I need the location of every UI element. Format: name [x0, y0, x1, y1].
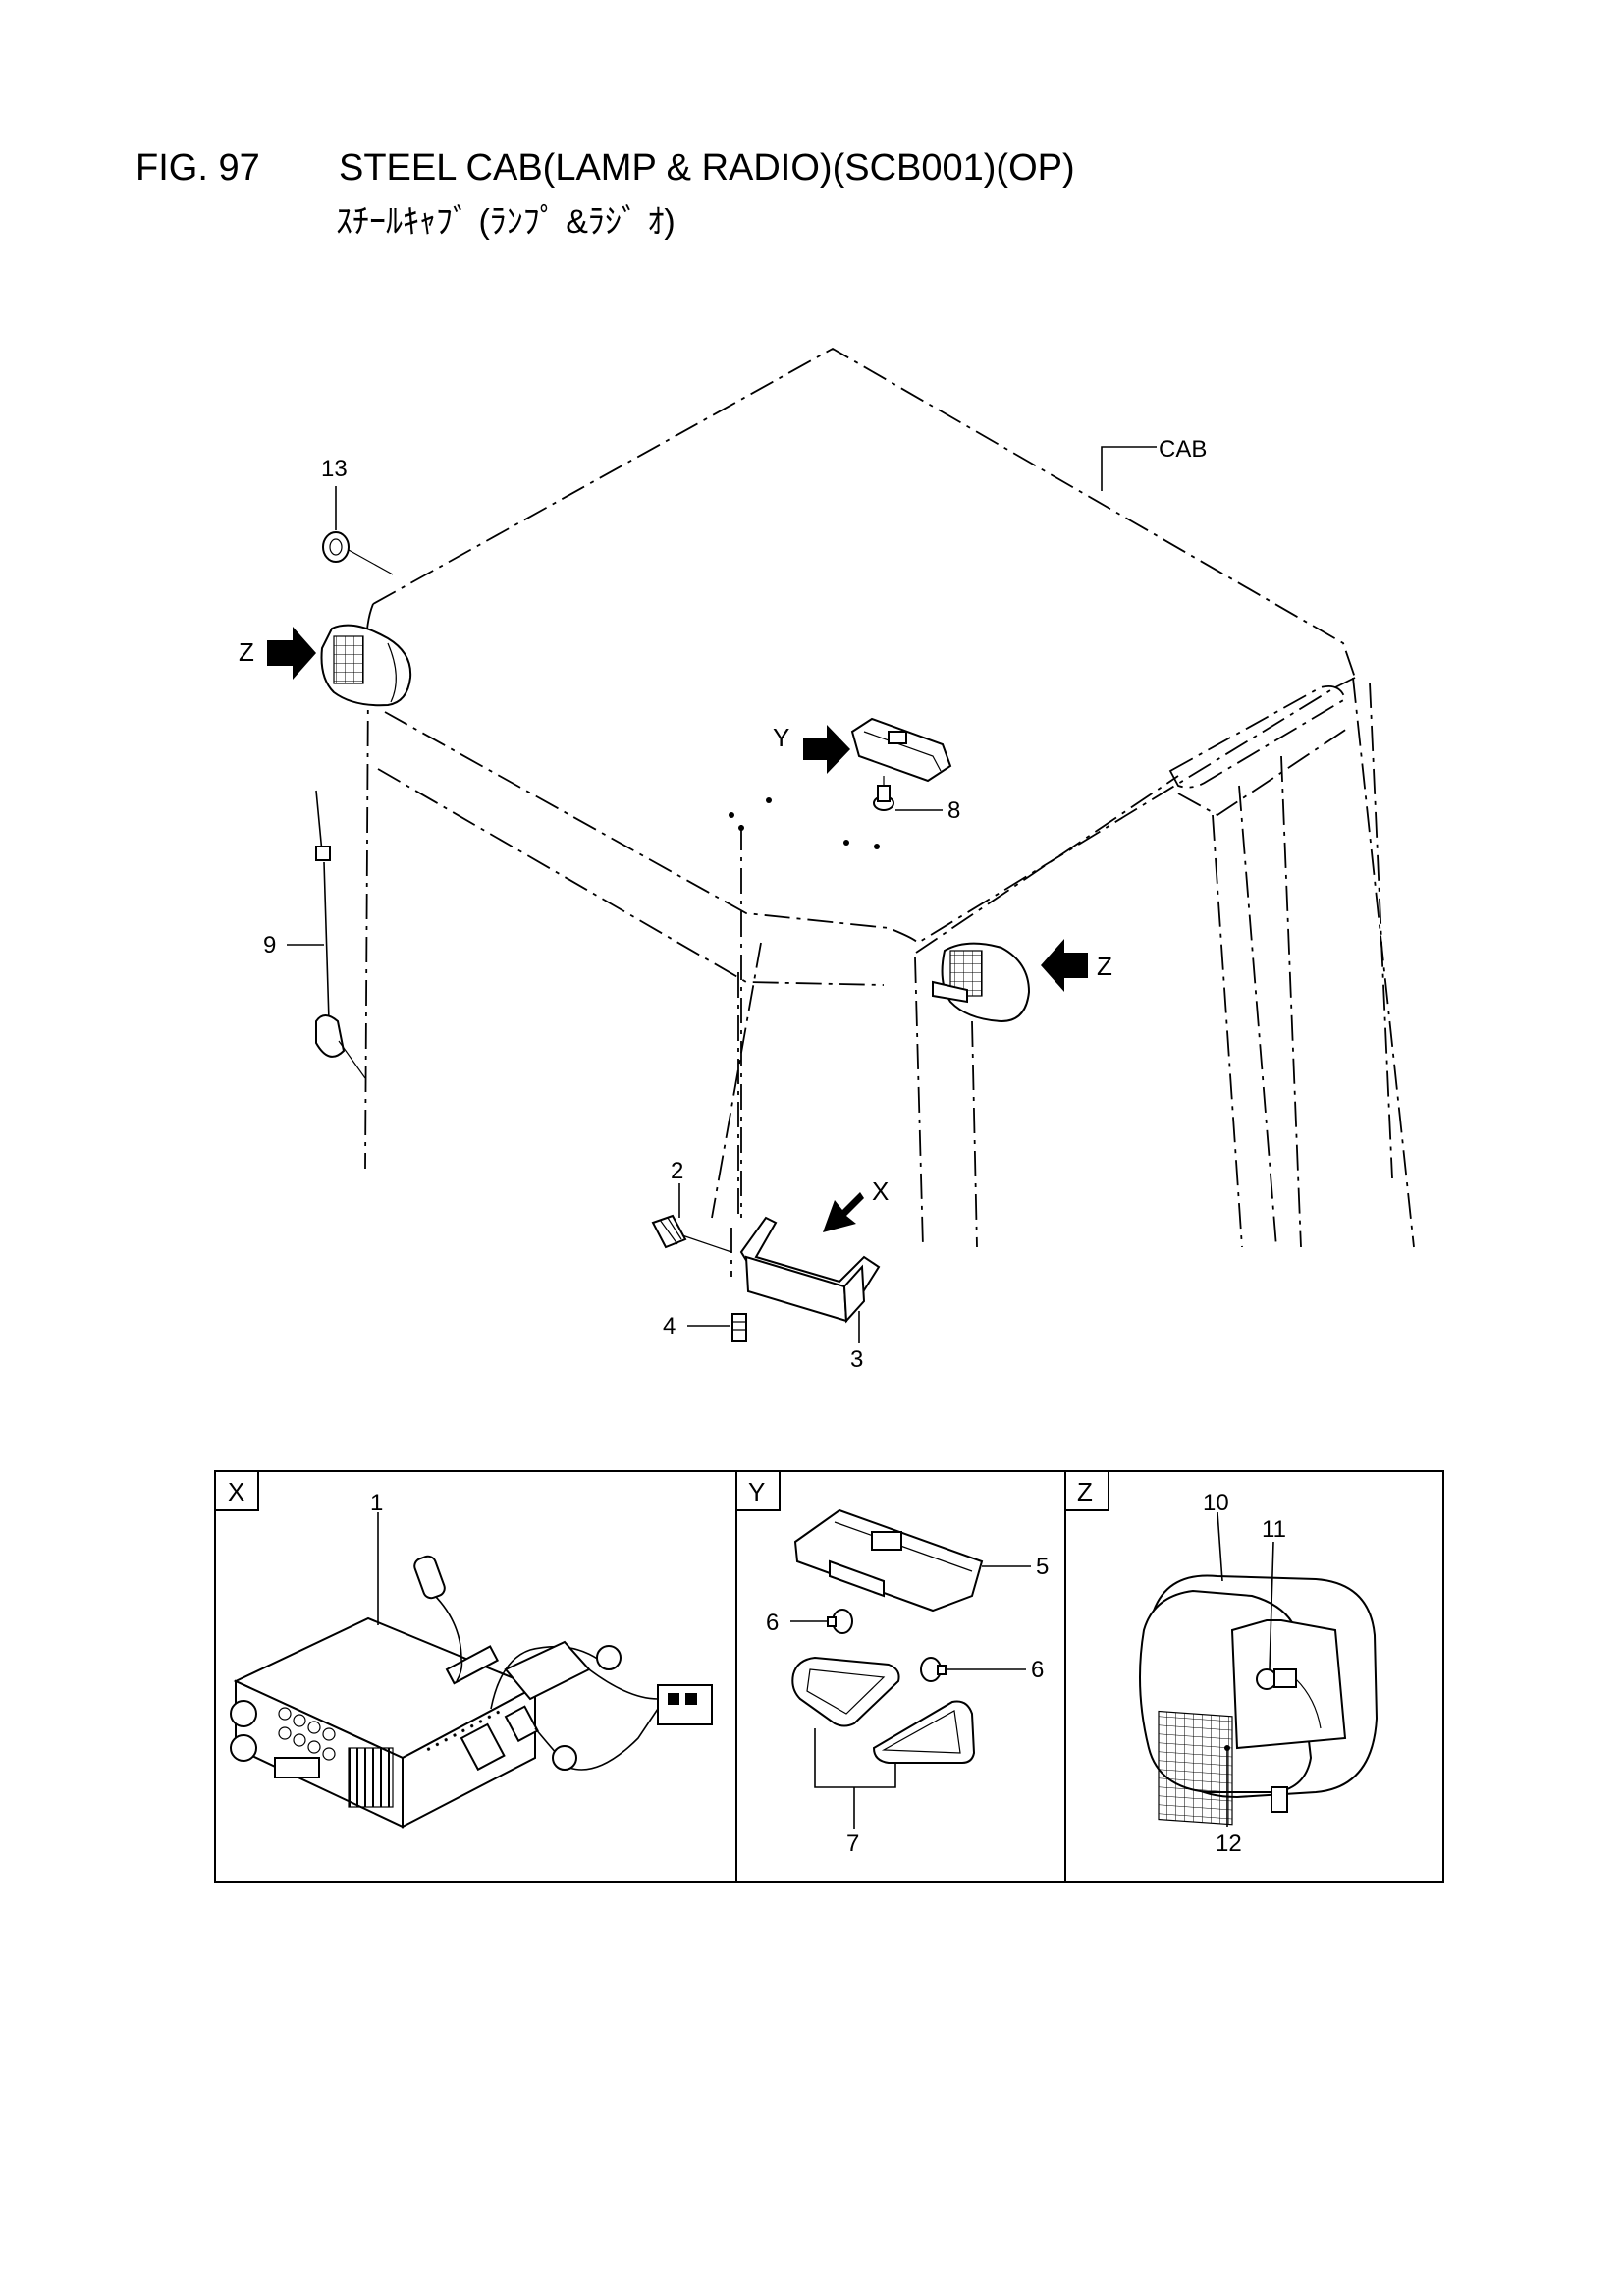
- callout-8: 8: [947, 797, 960, 824]
- part-9-antenna: 9: [263, 790, 366, 1079]
- z-label-right: Z: [1097, 952, 1112, 981]
- z-label-left: Z: [239, 637, 254, 667]
- x-view-arrow: X: [823, 1176, 889, 1232]
- callout-12: 12: [1216, 1831, 1242, 1857]
- y-label: Y: [773, 723, 789, 752]
- callout-5: 5: [1036, 1554, 1049, 1580]
- detail-panel-x: X: [214, 1470, 713, 1829]
- callout-3: 3: [850, 1346, 863, 1373]
- detail-panel-z: Z 10 11 12: [1064, 1470, 1379, 1857]
- cab-outline: [364, 347, 1415, 1277]
- work-lamp-detail: [1139, 1574, 1379, 1826]
- y-view-arrow: Y: [773, 723, 850, 774]
- detail-panel-y: Y 5 6 6: [735, 1470, 1049, 1857]
- panel-tag-x: X: [228, 1477, 244, 1506]
- figure-title: STEEL CAB(LAMP & RADIO)(SCB001)(OP): [339, 147, 1075, 189]
- callout-6b: 6: [1031, 1657, 1044, 1683]
- figure-subtitle-japanese: ｽﾁｰﾙｷｬﾌﾞ (ﾗﾝﾌﾟ &ﾗｼﾞ ｵ): [336, 203, 676, 241]
- callout-11: 11: [1262, 1516, 1286, 1543]
- callout-1: 1: [370, 1490, 383, 1516]
- callout-4: 4: [663, 1313, 676, 1339]
- room-lamp-y: [850, 717, 952, 783]
- figure-number: FIG. 97: [135, 147, 260, 189]
- work-lamp-left: [320, 624, 412, 707]
- cab-callout: CAB: [1101, 436, 1207, 491]
- panel-tag-z: Z: [1077, 1477, 1093, 1506]
- part-5-room-lamp: 5: [793, 1508, 1049, 1613]
- cab-label: CAB: [1159, 436, 1207, 463]
- part-8-screw: 8: [873, 776, 960, 824]
- x-label: X: [872, 1176, 889, 1206]
- part-13-grommet: 13: [321, 456, 394, 575]
- panel-tag-y: Y: [748, 1477, 765, 1506]
- callout-9: 9: [263, 932, 276, 958]
- z-view-arrow-left: Z: [239, 627, 316, 680]
- part-1-radio: [230, 1555, 713, 1829]
- detail-panels-frame: [214, 1470, 1444, 1883]
- callout-2: 2: [671, 1158, 683, 1184]
- part-3-radio-bracket: 3: [739, 1216, 881, 1373]
- part-7-lenses: 7: [791, 1656, 976, 1857]
- callout-6a: 6: [766, 1610, 779, 1636]
- callout-10: 10: [1203, 1490, 1229, 1516]
- part-2-bolt: 2: [651, 1158, 732, 1253]
- work-lamp-right: [932, 942, 1031, 1023]
- part-6-bulb-left: 6: [766, 1609, 853, 1636]
- callout-13: 13: [321, 456, 348, 482]
- callout-7: 7: [846, 1831, 859, 1857]
- roof-holes: [729, 797, 880, 849]
- z-view-arrow-right: Z: [1041, 939, 1112, 992]
- part-6-bulb-right: 6: [920, 1657, 1044, 1683]
- part-4-bolt: 4: [663, 1313, 747, 1342]
